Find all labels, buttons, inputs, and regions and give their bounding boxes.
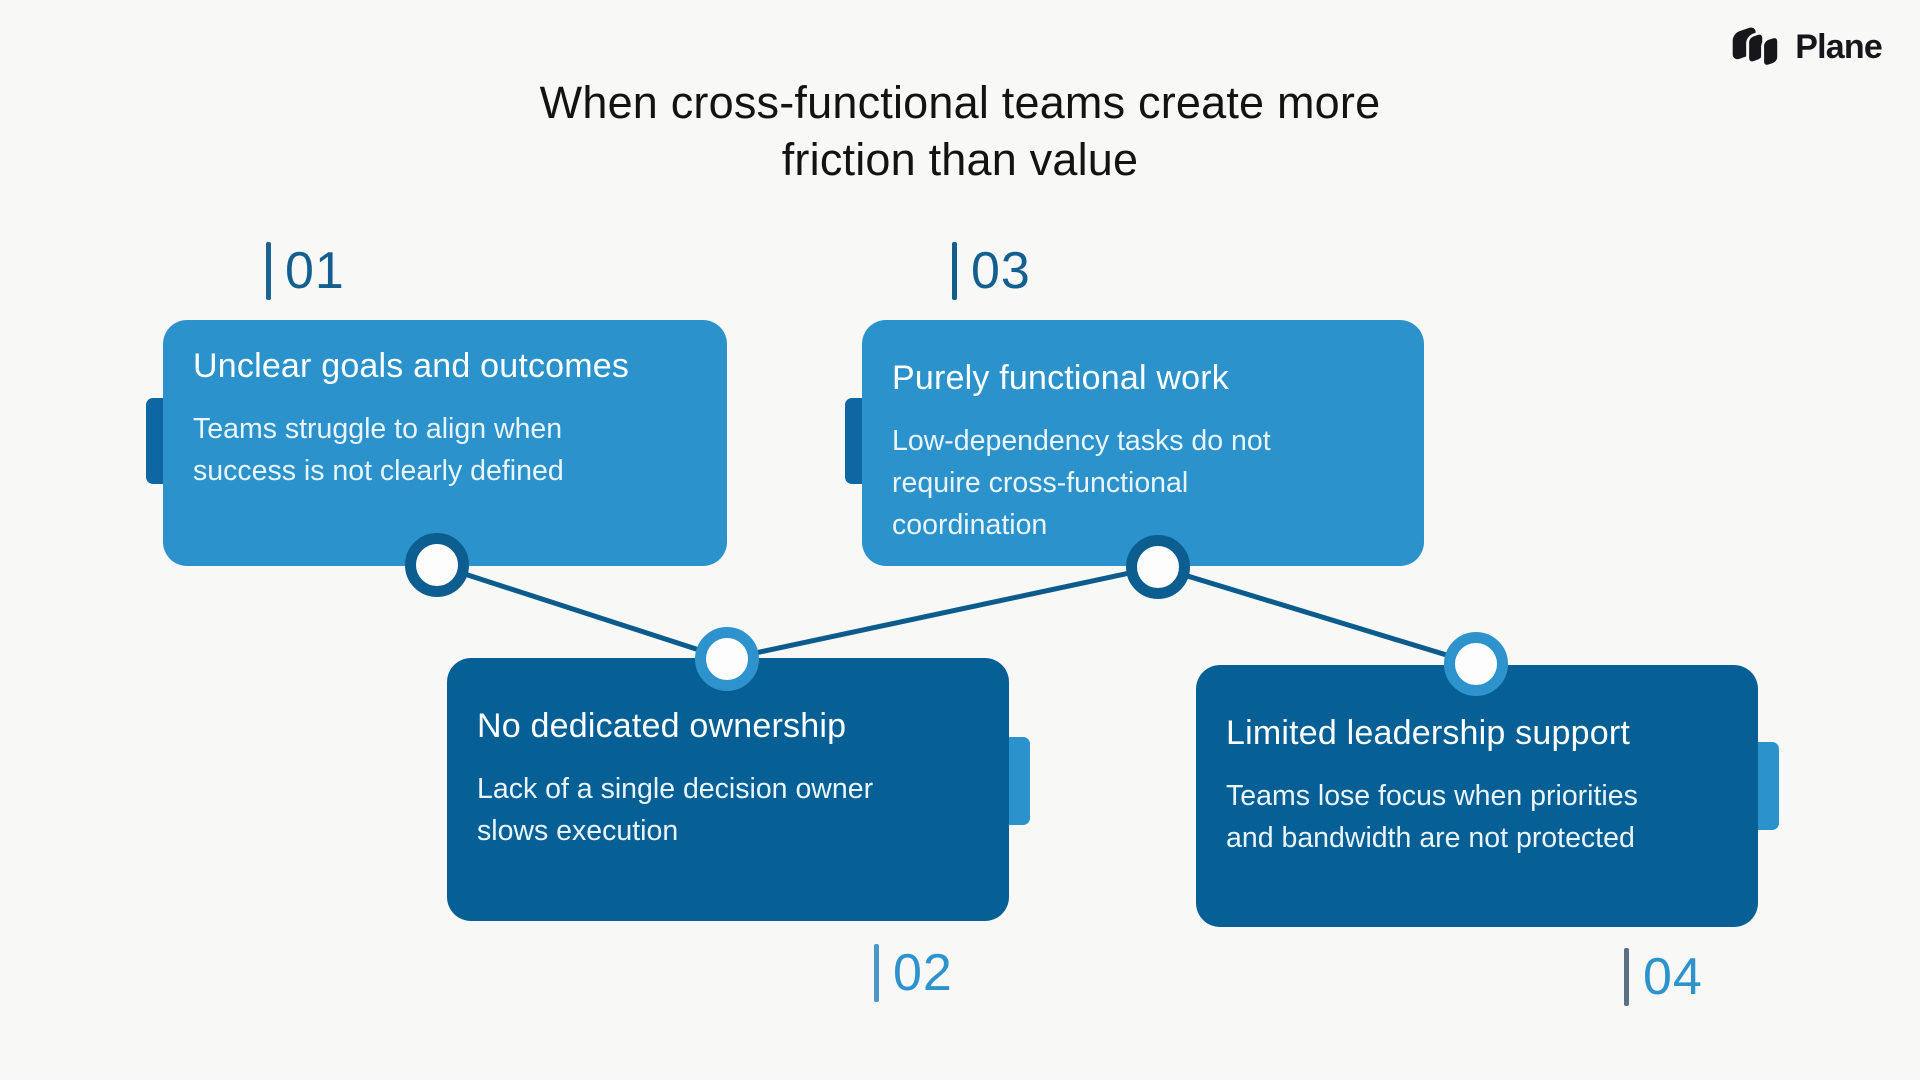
- connector-node-2: [695, 627, 759, 691]
- page-title: When cross-functional teams create more …: [0, 74, 1920, 188]
- step-number: 04: [1643, 948, 1703, 1006]
- step-label-bar: [952, 242, 957, 300]
- card-3-body: Low-dependency tasks do not require cros…: [892, 420, 1398, 546]
- card-4-body: Teams lose focus when priorities and ban…: [1226, 775, 1732, 859]
- card-3-body-line: Low-dependency tasks do not: [892, 425, 1271, 457]
- page-title-line-2: friction than value: [781, 134, 1139, 185]
- step-label-03: 03: [952, 242, 1031, 300]
- step-number: 01: [285, 242, 345, 300]
- step-label-04: 04: [1624, 948, 1703, 1006]
- card-4-heading: Limited leadership support: [1226, 714, 1630, 752]
- connector-node-4: [1444, 632, 1508, 696]
- step-label-01: 01: [266, 242, 345, 300]
- step-label-02: 02: [874, 944, 953, 1002]
- plane-logo-icon: [1731, 22, 1785, 73]
- card-unclear-goals: Unclear goals and outcomes Teams struggl…: [163, 320, 727, 566]
- page-title-line-1: When cross-functional teams create more: [539, 77, 1381, 128]
- step-label-bar: [1624, 948, 1629, 1006]
- card-purely-functional: Purely functional work Low-dependency ta…: [862, 320, 1424, 566]
- card-1-body: Teams struggle to align when success is …: [193, 408, 701, 492]
- step-label-bar: [874, 944, 879, 1002]
- brand-logo: Plane: [1731, 22, 1883, 73]
- card-2-body-line: slows execution: [477, 815, 679, 847]
- card-1-heading: Unclear goals and outcomes: [193, 347, 630, 385]
- brand-wordmark: Plane: [1795, 28, 1883, 66]
- card-2-body-line: Lack of a single decision owner: [477, 773, 874, 805]
- card-4-body-line: Teams lose focus when priorities: [1226, 780, 1638, 812]
- card-3-body-line: coordination: [892, 509, 1048, 541]
- card-2-heading: No dedicated ownership: [477, 707, 847, 745]
- card-2-body: Lack of a single decision owner slows ex…: [477, 768, 983, 852]
- step-label-bar: [266, 242, 271, 300]
- card-1-body-line: Teams struggle to align when: [193, 413, 563, 445]
- connector-node-3: [1126, 535, 1190, 599]
- card-1-body-line: success is not clearly defined: [193, 455, 564, 487]
- step-number: 03: [971, 242, 1031, 300]
- card-no-ownership: No dedicated ownership Lack of a single …: [447, 658, 1009, 921]
- card-4-body-line: and bandwidth are not protected: [1226, 822, 1635, 854]
- step-number: 02: [893, 944, 953, 1002]
- card-3-body-line: require cross-functional: [892, 467, 1189, 499]
- connector-node-1: [405, 533, 469, 597]
- card-3-heading: Purely functional work: [892, 359, 1229, 397]
- card-limited-leadership: Limited leadership support Teams lose fo…: [1196, 665, 1758, 927]
